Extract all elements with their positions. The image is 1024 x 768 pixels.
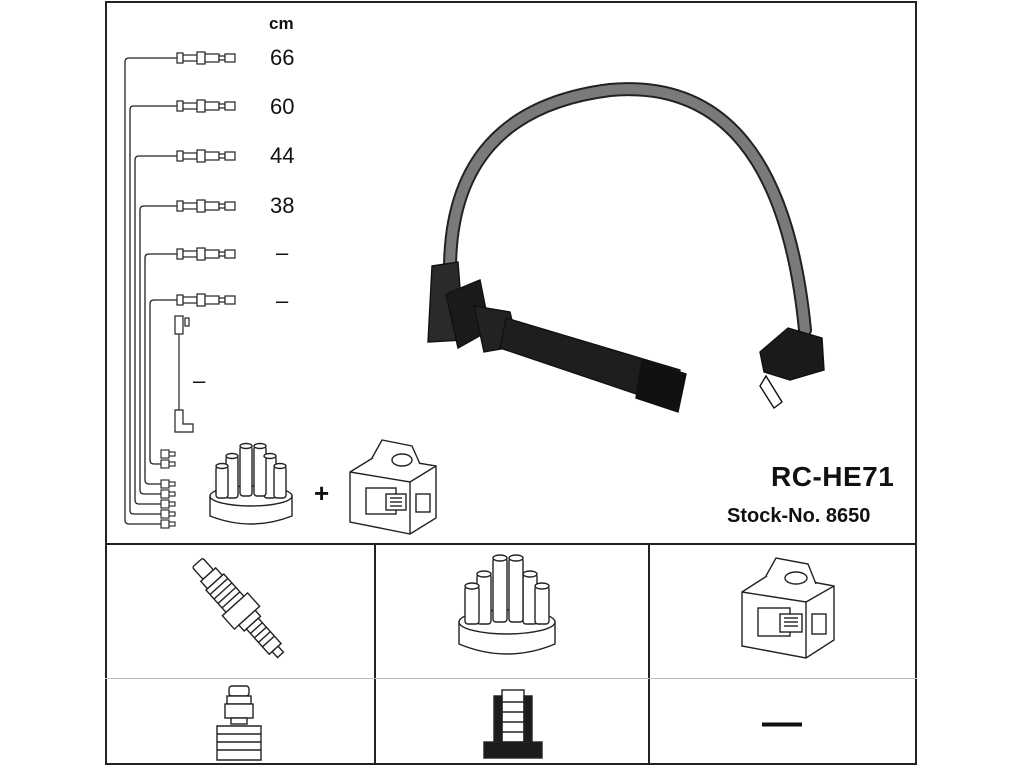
ignition-coil-icon-small [349,439,437,535]
distributor-cap-icon-small [209,442,293,525]
drawing-frame [105,1,917,765]
plus-sign: + [314,478,330,508]
length-label-3: 44 [270,143,295,168]
ignition-lead-illustration [427,82,825,413]
wire-set-schematic [124,51,236,529]
row-divider [105,678,917,679]
coil-lead-length-label: – [193,368,206,393]
length-label-2: 60 [270,94,295,119]
spark-plug-icon [192,558,285,659]
cap-terminal-icon [483,689,543,759]
length-label-5: – [276,240,289,265]
section-divider [105,543,917,545]
product-code: RC-HE71 [771,461,895,492]
length-label-1: 66 [270,45,295,70]
column-divider-2 [648,543,650,765]
unit-label: cm [269,14,294,33]
length-label-4: 38 [270,193,295,218]
column-divider-1 [374,543,376,765]
length-label-6: – [276,288,289,313]
distributor-cap-icon [458,554,556,655]
ignition-coil-icon [741,557,835,659]
stock-number: Stock-No. 8650 [727,505,871,527]
coil-terminal-dash: — [762,700,802,744]
plug-terminal-icon [216,685,262,761]
